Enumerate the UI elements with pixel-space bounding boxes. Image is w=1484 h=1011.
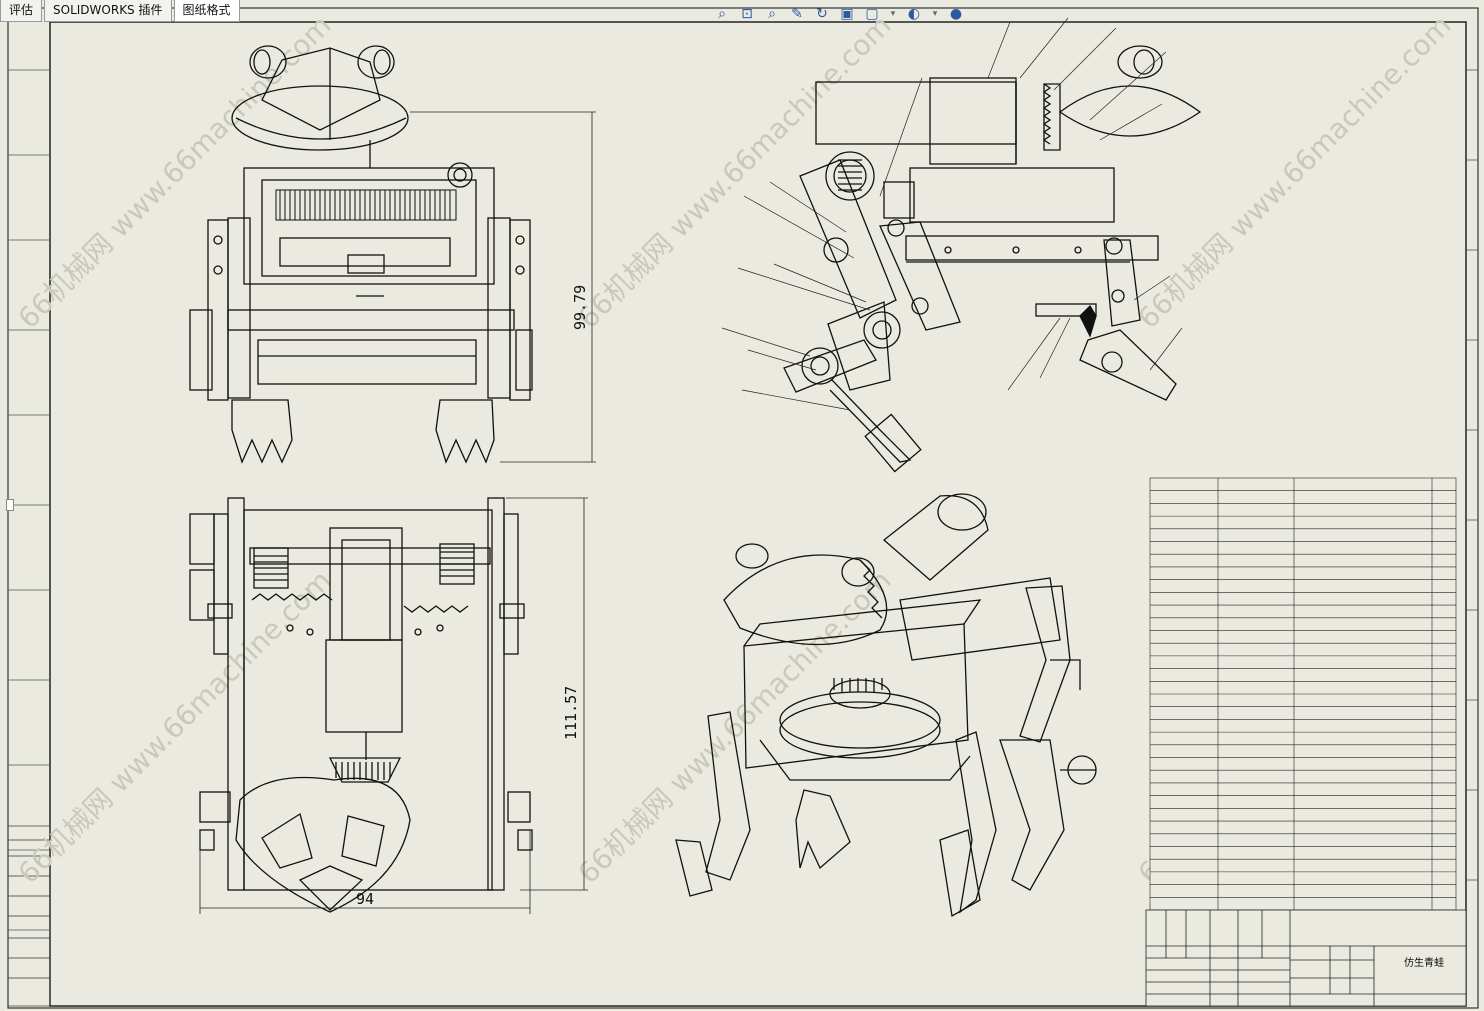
display-style-icon[interactable]: ◐ [907, 6, 921, 22]
zoom-to-fit-icon[interactable]: ⌕ [718, 6, 726, 22]
sheet-inner-border [49, 21, 1467, 1007]
side-view[interactable] [783, 45, 1202, 473]
appearance-icon[interactable]: ● [949, 6, 963, 22]
right-zone-ticks [1466, 69, 1478, 881]
tab-evaluate[interactable]: 评估 [0, 0, 43, 22]
front-view-dimension [410, 111, 596, 463]
rotate-icon[interactable]: ↻ [816, 6, 828, 22]
left-stamp-table [7, 825, 51, 1007]
sheet-splitter-handle[interactable] [6, 499, 14, 511]
isometric-view[interactable] [675, 493, 1097, 918]
left-zone-ticks [8, 69, 50, 931]
zoom-in-out-icon[interactable]: ⌕ [768, 6, 776, 22]
pan-icon[interactable]: ✎ [791, 6, 803, 22]
dropdown-arrow-icon[interactable]: ▾ [932, 9, 938, 19]
tab-solidworks-addins[interactable]: SOLIDWORKS 插件 [44, 0, 172, 22]
top-view-dimensions [199, 497, 588, 914]
title-block[interactable] [1145, 909, 1467, 1007]
dropdown-arrow-icon[interactable]: ▾ [890, 9, 896, 19]
zoom-area-icon[interactable]: ⊡ [741, 6, 753, 22]
command-manager-tabs: 评估 SOLIDWORKS 插件 图纸格式 [0, 0, 242, 22]
tab-sheet-format[interactable]: 图纸格式 [173, 0, 240, 22]
bom-table[interactable] [1149, 477, 1457, 911]
balloon-leaders [721, 17, 1183, 411]
top-height-dimension[interactable]: 111.57 [562, 686, 580, 740]
top-width-dimension[interactable]: 94 [356, 890, 374, 908]
front-view[interactable] [189, 45, 533, 464]
hide-show-icon[interactable]: ▢ [865, 6, 879, 22]
view-orientation-icon[interactable]: ▣ [840, 6, 854, 22]
front-height-dimension[interactable]: 99.79 [571, 285, 589, 330]
top-view[interactable] [189, 497, 533, 913]
heads-up-view-toolbar: ⌕ ⊡ ⌕ ✎ ↻ ▣ ▢ ▾ ◐ ▾ ● [712, 4, 966, 24]
title-block-part-name[interactable]: 仿生青蛙 [1404, 956, 1444, 969]
